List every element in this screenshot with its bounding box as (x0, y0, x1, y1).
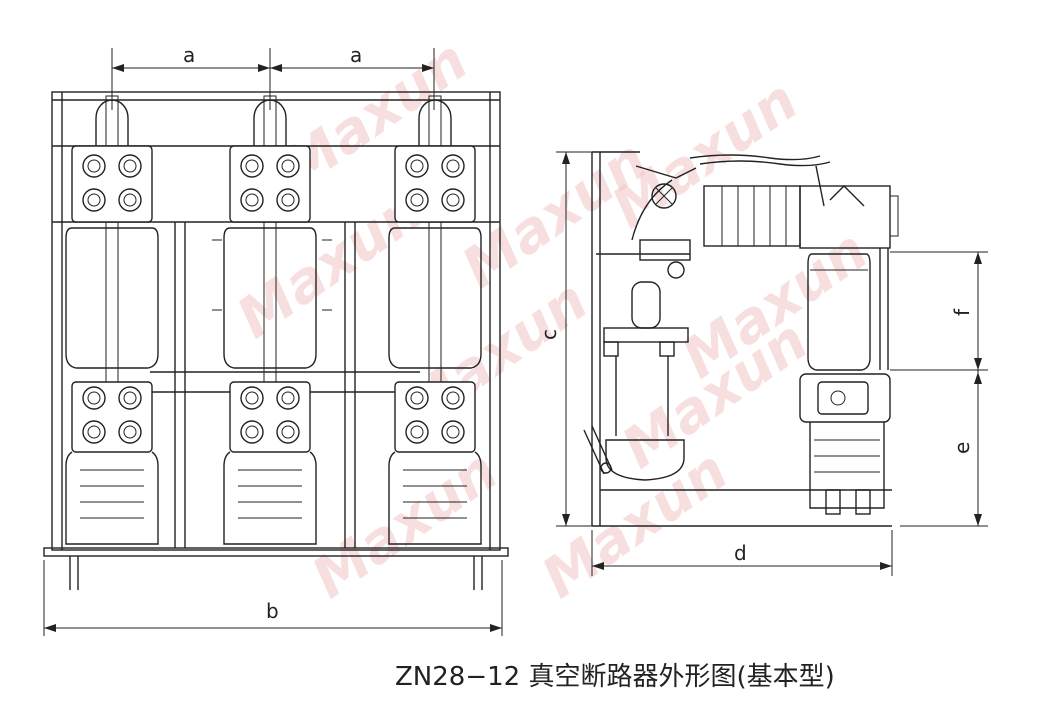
phase-unit-center (223, 95, 317, 545)
dimension-b: b (43, 560, 503, 636)
dimension-e: e (900, 370, 988, 527)
dimension-label-f: f (950, 308, 974, 316)
dimension-a-left: a (111, 43, 435, 110)
dimension-f: f (890, 251, 988, 371)
dimension-c: c (537, 151, 600, 527)
phase-unit-left (65, 95, 159, 545)
watermark-text: Maxun (301, 438, 510, 611)
dimension-label-a: a (183, 43, 195, 67)
watermark-layer: Maxun Maxun Maxun Maxun Maxun Maxun Maxu… (226, 28, 880, 611)
dimension-a-right: a (270, 43, 434, 72)
dimension-label-d: d (734, 541, 747, 565)
dimension-label-b: b (266, 599, 279, 623)
phase-unit-right (388, 95, 482, 545)
dimension-label-e: e (950, 442, 974, 454)
dimension-d: d (591, 530, 893, 576)
side-view (583, 151, 899, 527)
dimension-label-a: a (350, 43, 362, 67)
dimension-label-c: c (537, 329, 561, 340)
figure-caption: ZN28−12 真空断路器外形图(基本型) (395, 662, 835, 692)
